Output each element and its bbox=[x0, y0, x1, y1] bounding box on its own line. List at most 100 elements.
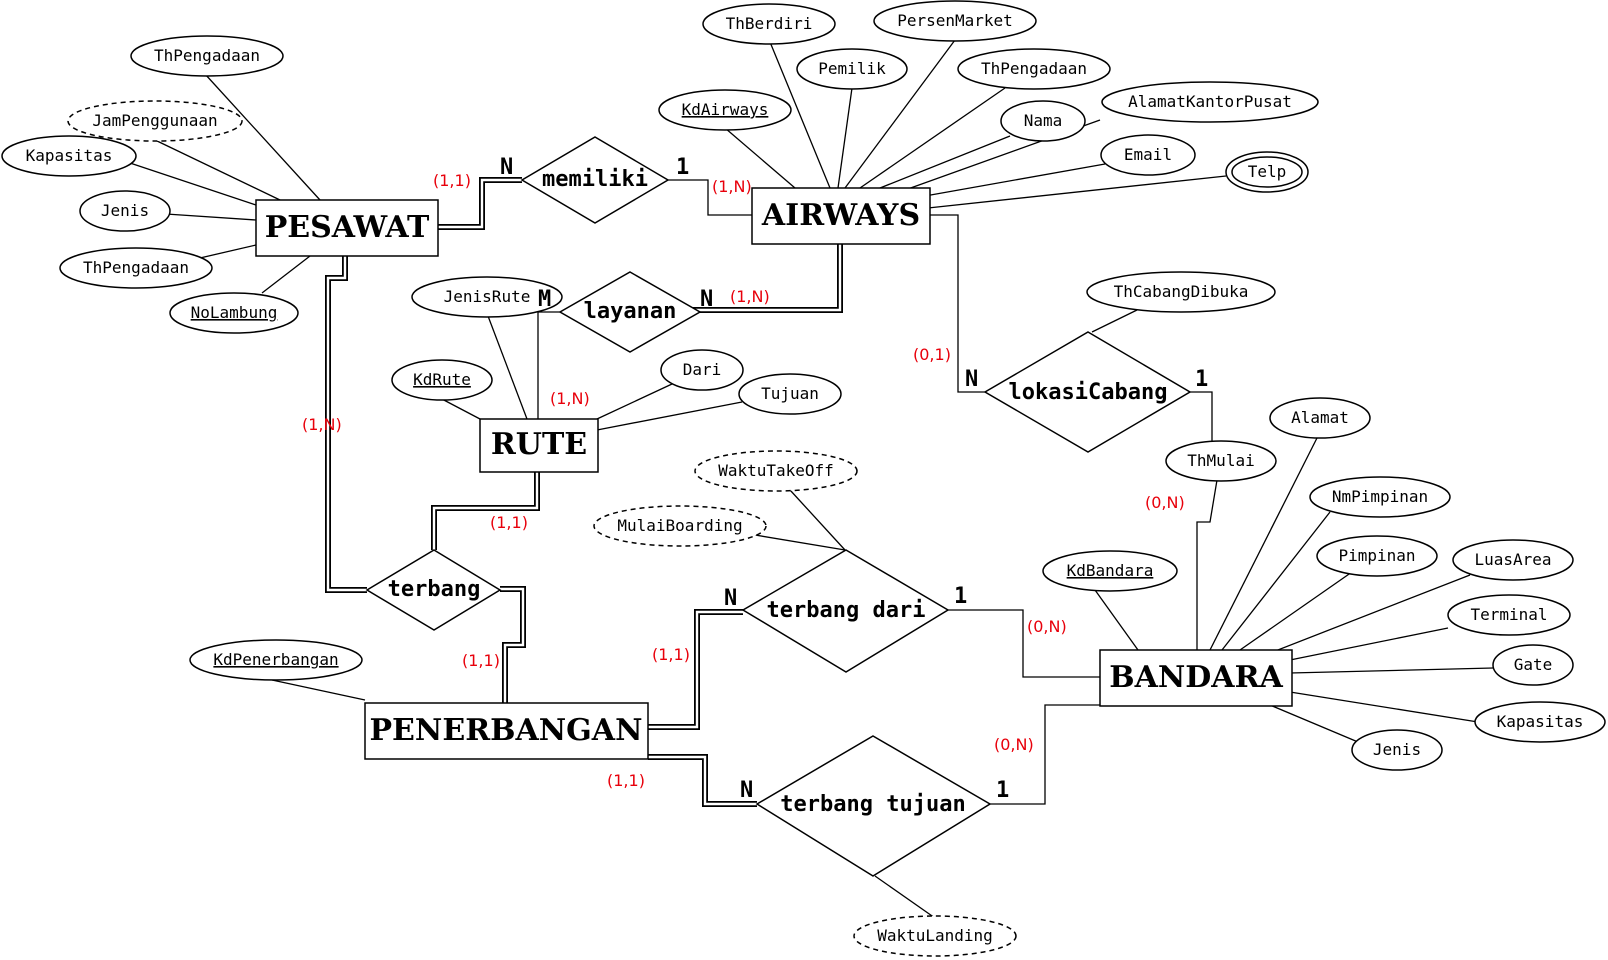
attribute-kdrute-key[interactable]: KdRute bbox=[391, 359, 493, 401]
attribute-jampenggunaan-derived[interactable]: JamPenggunaan bbox=[67, 100, 243, 142]
attribute-pimpinan[interactable]: Pimpinan bbox=[1316, 535, 1438, 577]
relationship-terbang-tujuan[interactable]: terbang tujuan bbox=[755, 735, 992, 877]
link-airways-kdairways bbox=[724, 127, 796, 189]
cardinality-label: 1 bbox=[1195, 367, 1208, 392]
attribute-dari[interactable]: Dari bbox=[660, 349, 744, 391]
attribute-thberdiri[interactable]: ThBerdiri bbox=[702, 3, 836, 45]
link-terbangdari-mulaiboarding bbox=[754, 534, 846, 551]
entity-penerbangan[interactable]: PENERBANGAN bbox=[364, 702, 649, 760]
attribute-waktulanding-derived[interactable]: WaktuLanding bbox=[853, 915, 1017, 957]
link-bandara-nmpimpinan bbox=[1221, 511, 1331, 651]
attribute-label: LuasArea bbox=[1474, 550, 1551, 569]
constraint-label: (1,1) bbox=[490, 513, 528, 532]
link-airways-pemilik bbox=[837, 87, 853, 189]
attribute-telp-multivalued[interactable]: Telp bbox=[1225, 151, 1309, 193]
link-bandara-kdbandara bbox=[1094, 589, 1139, 651]
attribute-label: Tujuan bbox=[761, 384, 819, 403]
entity-label: PENERBANGAN bbox=[369, 713, 642, 748]
entity-airways[interactable]: AIRWAYS bbox=[751, 187, 931, 245]
attribute-thmulai[interactable]: ThMulai bbox=[1165, 440, 1277, 482]
relationship-label: terbang bbox=[388, 577, 481, 602]
attribute-kdbandara-key[interactable]: KdBandara bbox=[1042, 550, 1178, 592]
entity-label: AIRWAYS bbox=[761, 198, 920, 233]
attribute-label: WaktuLanding bbox=[877, 926, 993, 945]
attribute-label: Email bbox=[1124, 145, 1172, 164]
attribute-label: PersenMarket bbox=[897, 11, 1013, 30]
attribute-thcabangdibuka[interactable]: ThCabangDibuka bbox=[1086, 271, 1276, 313]
link-bandara-luasarea bbox=[1264, 574, 1471, 656]
attribute-label: NmPimpinan bbox=[1332, 487, 1428, 506]
attribute-jenis[interactable]: Jenis bbox=[1351, 729, 1443, 771]
relationship-terbang[interactable]: terbang bbox=[365, 549, 502, 631]
link-bandara-jenis bbox=[1269, 704, 1359, 743]
link-pesawat-thpengadaan-1 bbox=[204, 73, 321, 201]
attribute-tujuan[interactable]: Tujuan bbox=[738, 373, 842, 415]
relationship-memiliki[interactable]: memiliki bbox=[520, 136, 670, 224]
attribute-terminal[interactable]: Terminal bbox=[1447, 594, 1571, 636]
link-terbangtujuan-bandara bbox=[990, 704, 1100, 805]
constraint-label: (0,1) bbox=[913, 345, 951, 364]
link-rute-jenisrute bbox=[487, 315, 528, 420]
relationship-label: terbang tujuan bbox=[780, 792, 965, 817]
attribute-persenmarket[interactable]: PersenMarket bbox=[873, 0, 1037, 42]
attribute-nmpimpinan[interactable]: NmPimpinan bbox=[1309, 476, 1451, 518]
attribute-alamat[interactable]: Alamat bbox=[1269, 397, 1371, 439]
attribute-label: Telp bbox=[1248, 162, 1287, 181]
attribute-label: Alamat bbox=[1291, 408, 1349, 427]
attribute-nolambung-key[interactable]: NoLambung bbox=[169, 292, 299, 334]
attribute-label: WaktuTakeOff bbox=[718, 461, 834, 480]
link-terbangtujuan-waktulanding bbox=[874, 875, 936, 919]
attribute-label: JenisRute bbox=[444, 287, 531, 306]
link-pesawat-thpengadaan-2 bbox=[199, 244, 257, 259]
attribute-label: Kapasitas bbox=[1497, 712, 1584, 731]
attribute-label: Dari bbox=[683, 360, 722, 379]
attribute-thpengadaan[interactable]: ThPengadaan bbox=[59, 247, 213, 289]
link-lokasi-thcabangdibuka bbox=[1091, 309, 1138, 333]
link-bandara-pimpinan bbox=[1239, 571, 1353, 651]
attribute-luasarea[interactable]: LuasArea bbox=[1452, 539, 1574, 581]
attribute-label: ThPengadaan bbox=[981, 59, 1087, 78]
relationship-label: lokasiCabang bbox=[1009, 380, 1168, 405]
link-pesawat-kapasitas bbox=[129, 162, 257, 206]
attribute-kapasitas[interactable]: Kapasitas bbox=[1, 135, 137, 177]
attribute-thpengadaan[interactable]: ThPengadaan bbox=[130, 35, 284, 77]
attribute-email[interactable]: Email bbox=[1100, 134, 1196, 176]
cardinality-label: N bbox=[700, 287, 713, 312]
attribute-kdairways-key[interactable]: KdAirways bbox=[658, 89, 792, 131]
attribute-label: KdAirways bbox=[682, 100, 769, 119]
attribute-label: Jenis bbox=[1373, 740, 1421, 759]
cardinality-label: N bbox=[500, 155, 513, 180]
link-rute-tujuan bbox=[596, 401, 743, 431]
attribute-nama[interactable]: Nama bbox=[1000, 100, 1086, 142]
link-rute-kdrute bbox=[439, 397, 481, 420]
attribute-thpengadaan[interactable]: ThPengadaan bbox=[957, 48, 1111, 90]
attribute-kdpenerbangan-key[interactable]: KdPenerbangan bbox=[189, 639, 363, 681]
relationship-layanan[interactable]: layanan bbox=[558, 271, 702, 353]
relationship-label: terbang dari bbox=[767, 598, 926, 623]
attribute-gate[interactable]: Gate bbox=[1492, 644, 1574, 686]
attribute-pemilik[interactable]: Pemilik bbox=[796, 48, 908, 90]
relationship-lokasicabang[interactable]: lokasiCabang bbox=[983, 331, 1192, 453]
link-airways-thpengadaan bbox=[859, 87, 1006, 189]
constraint-label: (0,N) bbox=[1027, 617, 1067, 636]
entity-bandara[interactable]: BANDARA bbox=[1099, 649, 1293, 707]
link-bandara-gate bbox=[1289, 667, 1494, 674]
attribute-mulaiboarding-derived[interactable]: MulaiBoarding bbox=[593, 505, 767, 547]
attribute-label: Nama bbox=[1024, 111, 1063, 130]
entity-rute[interactable]: RUTE bbox=[479, 418, 599, 473]
cardinality-label: N bbox=[724, 586, 737, 611]
link-airways-persenmarket bbox=[844, 39, 956, 189]
attribute-kapasitas[interactable]: Kapasitas bbox=[1474, 701, 1606, 743]
attribute-waktutakeoff-derived[interactable]: WaktuTakeOff bbox=[694, 450, 858, 492]
entity-pesawat[interactable]: PESAWAT bbox=[255, 199, 439, 257]
constraint-labels: (1,1) (1,N) (1,N) (1,N) (1,N) (1,1) (1,1… bbox=[302, 171, 1185, 790]
constraint-label: (1,N) bbox=[550, 389, 590, 408]
connector-lines bbox=[129, 39, 1494, 919]
attribute-jenis[interactable]: Jenis bbox=[79, 190, 171, 232]
attribute-jenisrute[interactable]: JenisRute bbox=[411, 276, 563, 318]
attribute-alamatkantorpusat[interactable]: AlamatKantorPusat bbox=[1101, 81, 1319, 123]
attribute-label: KdRute bbox=[413, 370, 471, 389]
relationship-terbang-dari[interactable]: terbang dari bbox=[741, 549, 950, 673]
attribute-label: Jenis bbox=[101, 201, 149, 220]
